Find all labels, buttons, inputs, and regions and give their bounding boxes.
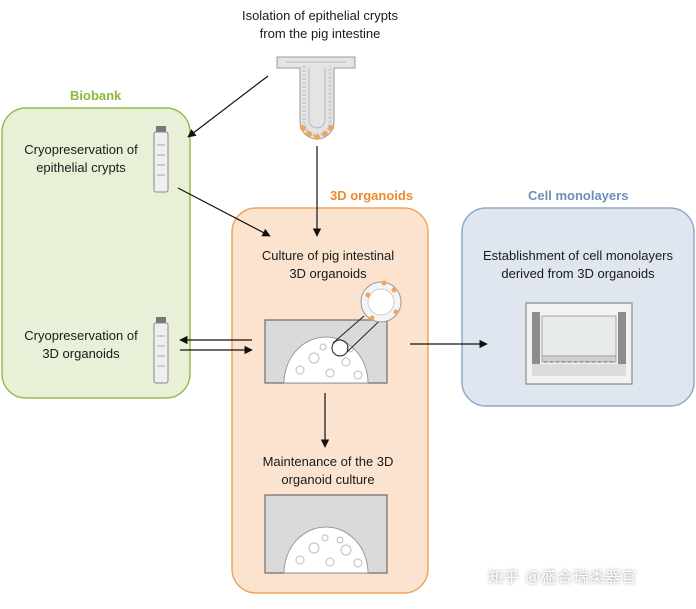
monolayers-title: Cell monolayers bbox=[528, 188, 629, 203]
maintenance-well-icon bbox=[264, 494, 388, 574]
watermark: 知乎 @盛合瑞类器官 bbox=[488, 569, 638, 586]
cryo-organoids-label: Cryopreservation of 3D organoids bbox=[12, 327, 150, 363]
cryo-vial-icon bbox=[153, 317, 169, 384]
transwell-insert-icon bbox=[525, 302, 633, 385]
arrow-biobank-to-culture bbox=[177, 187, 271, 237]
monolayers-line1: Establishment of cell monolayers bbox=[482, 248, 674, 263]
cryo-crypts-label: Cryopreservation of epithelial crypts bbox=[12, 141, 150, 177]
maintenance-line1: Maintenance of the 3D bbox=[262, 454, 394, 469]
culture-label: Culture of pig intestinal 3D organoids bbox=[240, 247, 416, 283]
maintenance-label: Maintenance of the 3D organoid culture bbox=[240, 453, 416, 489]
maintenance-line2: organoid culture bbox=[281, 472, 375, 487]
culture-well-icon bbox=[264, 280, 402, 384]
cryo-crypts-line1: Cryopreservation of bbox=[24, 142, 138, 157]
cryo-vial-icon bbox=[153, 126, 169, 193]
biobank-panel bbox=[1, 107, 191, 399]
cryo-organoids-line1: Cryopreservation of bbox=[24, 328, 138, 343]
cryo-crypts-line2: epithelial crypts bbox=[36, 160, 126, 175]
cryo-organoids-line2: 3D organoids bbox=[42, 346, 120, 361]
monolayers-label: Establishment of cell monolayers derived… bbox=[466, 247, 690, 283]
arrow-crypts-to-biobank bbox=[187, 75, 269, 138]
organoids-title: 3D organoids bbox=[330, 188, 414, 203]
crypt-isolation-label: Isolation of epithelial crypts from the … bbox=[210, 7, 430, 43]
monolayers-line2: derived from 3D organoids bbox=[501, 266, 655, 281]
intestinal-crypt-icon bbox=[276, 56, 356, 140]
biobank-title: Biobank bbox=[70, 88, 122, 103]
crypt-isolation-line2: from the pig intestine bbox=[259, 26, 381, 41]
culture-line2: 3D organoids bbox=[289, 266, 367, 281]
culture-line1: Culture of pig intestinal bbox=[261, 248, 395, 263]
crypt-isolation-line1: Isolation of epithelial crypts bbox=[241, 8, 399, 23]
